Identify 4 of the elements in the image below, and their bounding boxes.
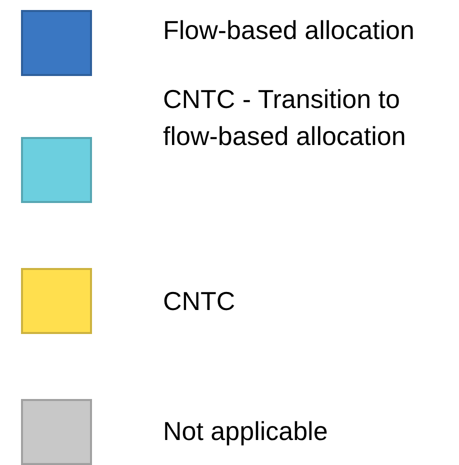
legend-label: CNTC — [163, 285, 236, 318]
legend-label: CNTC - Transition to flow-based allocation — [163, 83, 407, 153]
legend-label: Not applicable — [163, 415, 329, 448]
legend-label: Flow-based allocation — [163, 14, 416, 47]
